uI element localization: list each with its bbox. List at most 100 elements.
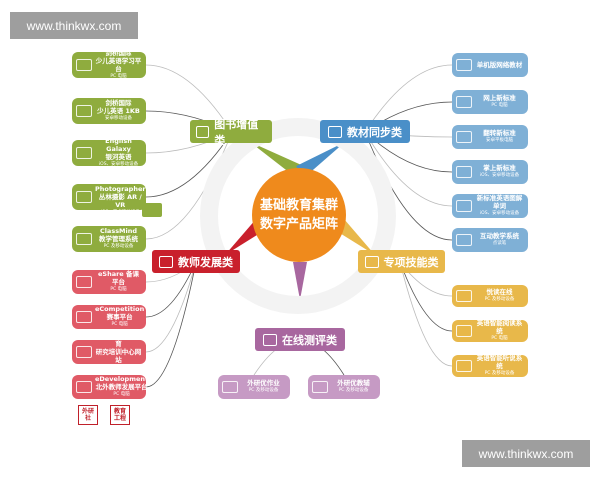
product-card[interactable]: 单机版网络教材	[452, 53, 528, 77]
connector-line	[145, 261, 197, 353]
product-title: 互动教学系统	[480, 232, 519, 240]
product-icon	[456, 59, 472, 71]
product-icon	[76, 105, 92, 117]
product-platform: PC 电脑	[111, 322, 128, 327]
product-title: 网上新标准	[483, 94, 516, 102]
product-platform: PC 电脑	[113, 392, 130, 397]
vr-headset-icon	[142, 203, 162, 217]
product-icon	[456, 96, 472, 108]
product-icon	[456, 290, 472, 302]
product-icon	[456, 325, 472, 337]
product-platform: PC 电脑及移动设备	[99, 365, 138, 370]
product-icon	[312, 381, 328, 393]
product-title: 全国基础外语教育	[95, 332, 142, 348]
product-title: eShare 备课平台	[98, 270, 139, 286]
category-teacher[interactable]: 教师发展类	[152, 250, 240, 273]
product-platform: iOS、安卓移动设备	[100, 210, 140, 215]
product-icon	[456, 360, 472, 372]
product-icon	[456, 200, 472, 212]
product-platform: iOS、安卓移动设备	[479, 211, 520, 216]
product-card[interactable]: 互动教学系统点读笔	[452, 228, 528, 252]
product-platform: PC 电脑	[491, 103, 508, 108]
book-icon	[196, 125, 210, 138]
product-icon	[76, 276, 92, 288]
skills-icon	[364, 255, 379, 268]
product-text: 单机版网络教材	[475, 61, 524, 69]
product-icon	[456, 166, 472, 178]
teacher-icon	[159, 255, 173, 268]
product-title: English Galaxy	[105, 137, 132, 153]
category-label: 教师发展类	[178, 255, 233, 269]
center-title-line2: 数字产品矩阵	[259, 217, 338, 232]
watermark-top: www.thinkwx.com	[10, 12, 138, 39]
product-title: ClassMind	[99, 227, 138, 235]
category-textbook[interactable]: 教材同步类	[320, 120, 410, 143]
product-platform: iOS、安卓移动设备	[479, 173, 520, 178]
category-books[interactable]: 图书增值类	[190, 118, 272, 147]
product-title: eCompetition	[95, 305, 145, 313]
product-card[interactable]: 翻转新标准安卓平板电脑	[452, 125, 528, 149]
product-title: 英语智能阅读系统	[476, 319, 523, 335]
product-title: 掌上新标准	[483, 164, 516, 172]
category-assessment[interactable]: 在线测评类	[255, 328, 345, 351]
product-icon	[76, 147, 92, 159]
product-platform: PC 电脑	[110, 74, 127, 79]
product-platform: PC 及移动设备	[338, 388, 369, 393]
product-icon	[76, 233, 92, 245]
product-title: 悦读在线	[486, 288, 513, 296]
category-label: 教材同步类	[347, 125, 402, 139]
product-title: 单机版网络教材	[476, 61, 523, 69]
assessment-icon	[263, 333, 277, 346]
product-sub: 丛林摄影 AR / VR	[98, 193, 142, 209]
publisher-stamp-logo: 外研社	[78, 405, 98, 425]
product-platform: 安卓移动设备	[105, 116, 132, 121]
product-title: 英语智能听说系统	[476, 354, 523, 370]
category-skills[interactable]: 专项技能类	[358, 250, 445, 273]
watermark-bottom: www.thinkwx.com	[462, 440, 590, 467]
product-platform: PC 及移动设备	[248, 388, 279, 393]
product-title: eDevelopment	[95, 375, 149, 383]
product-title: 翻转新标准	[483, 129, 516, 137]
category-label: 专项技能类	[383, 255, 439, 269]
category-label: 在线测评类	[282, 333, 337, 347]
product-icon	[76, 59, 92, 71]
product-icon	[76, 191, 92, 203]
product-icon	[456, 131, 472, 143]
product-platform: 点读笔	[492, 241, 507, 246]
product-text: 互动教学系统点读笔	[475, 232, 524, 248]
product-platform: iOS、安卓移动设备	[98, 162, 139, 167]
product-sub: 赛事平台	[106, 313, 133, 321]
